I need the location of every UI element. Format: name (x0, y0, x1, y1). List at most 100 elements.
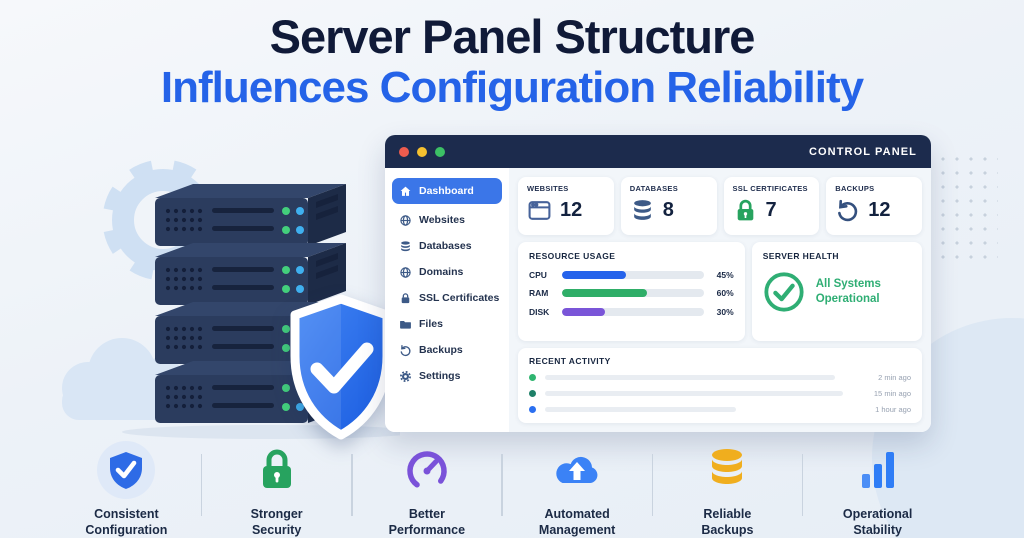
dashboard-content: WEBSITES 12 DATABASES 8 (509, 168, 931, 432)
activity-placeholder-line (545, 391, 843, 396)
sidebar-item-label: Files (419, 318, 443, 330)
sidebar-item-label: Websites (419, 214, 465, 226)
refresh-icon (838, 199, 858, 222)
close-window-button[interactable] (399, 146, 409, 157)
globe-icon (399, 266, 412, 279)
feature-divider (501, 454, 503, 516)
bar-chart-icon (861, 452, 894, 488)
cpu-bar-track (562, 270, 704, 279)
minimize-window-button[interactable] (417, 146, 427, 157)
activity-row: 15 min ago (529, 389, 911, 398)
sidebar-item-label: Dashboard (419, 185, 474, 197)
server-health-card: SERVER HEALTH All Systems Operational (751, 242, 922, 341)
gauge-icon (407, 451, 447, 491)
sidebar: Dashboard Websites Databases Domains (385, 168, 509, 432)
activity-status-dot (529, 406, 536, 413)
database-icon (633, 200, 651, 220)
database-icon (712, 449, 743, 484)
sidebar-item-settings[interactable]: Settings (392, 364, 502, 388)
stat-label: DATABASES (629, 184, 679, 193)
stat-value: 7 (765, 199, 777, 221)
resource-usage-title: RESOURCE USAGE (529, 251, 616, 261)
check-circle-icon (764, 272, 804, 312)
sidebar-item-domains[interactable]: Domains (392, 260, 502, 284)
padlock-icon (262, 449, 291, 488)
recent-activity-title: RECENT ACTIVITY (529, 356, 611, 366)
sidebar-item-label: Settings (419, 370, 461, 382)
lock-icon (737, 199, 753, 221)
ram-bar-fill (562, 289, 647, 297)
cpu-bar-fill (562, 270, 626, 279)
ram-bar-track (562, 289, 704, 297)
database-icon (399, 240, 412, 253)
stat-value: 8 (662, 199, 674, 221)
stat-label: WEBSITES (527, 184, 569, 193)
activity-timestamp: 15 min ago (873, 389, 911, 398)
server-unit (155, 243, 346, 305)
resource-usage-card: RESOURCE USAGE CPU 45% RAM (518, 242, 745, 341)
window-titlebar: CONTROL PANEL (385, 135, 931, 168)
refresh-icon (399, 344, 412, 357)
feature-divider (651, 454, 653, 516)
disk-bar-track (562, 307, 704, 316)
browser-icon (528, 201, 551, 220)
stat-value: 12 (560, 199, 583, 221)
activity-placeholder-line (545, 407, 736, 412)
activity-row: 1 hour ago (529, 405, 911, 414)
feature-divider (200, 454, 203, 516)
resource-row-disk: DISK 30% (529, 306, 734, 317)
folder-icon (399, 318, 412, 331)
server-unit (155, 184, 346, 246)
sidebar-item-dashboard[interactable]: Dashboard (392, 178, 502, 204)
resource-row-cpu: CPU 45% (529, 269, 734, 280)
gear-icon (399, 370, 412, 383)
stat-card-ssl-certificates: SSL CERTIFICATES 7 (723, 177, 820, 235)
stat-value: 12 (868, 199, 891, 221)
globe-icon (399, 214, 412, 227)
sidebar-item-label: SSL Certificates (419, 292, 500, 304)
sidebar-item-label: Backups (419, 344, 463, 356)
stat-card-backups: BACKUPS 12 (826, 177, 922, 235)
window-title: CONTROL PANEL (808, 145, 917, 158)
sidebar-item-ssl-certificates[interactable]: SSL Certificates (392, 286, 502, 310)
activity-timestamp: 1 hour ago (875, 405, 911, 414)
sidebar-item-backups[interactable]: Backups (392, 338, 502, 362)
shield-check-illustration (290, 294, 392, 440)
resource-row-ram: RAM 60% (529, 288, 734, 298)
health-status-text: All Systems Operational (815, 278, 881, 305)
sidebar-item-websites[interactable]: Websites (392, 208, 502, 232)
activity-status-dot (529, 390, 536, 397)
maximize-window-button[interactable] (435, 146, 445, 157)
control-panel-window: CONTROL PANEL Dashboard Websites Dat (385, 135, 931, 432)
recent-activity-card: RECENT ACTIVITY 2 min ago 15 min ago (518, 348, 922, 423)
lock-icon (399, 292, 412, 305)
sidebar-item-label: Databases (419, 240, 472, 252)
cloud-upload-icon (556, 456, 598, 483)
disk-bar-fill (562, 307, 605, 316)
stat-label: SSL CERTIFICATES (732, 184, 808, 193)
server-health-title: SERVER HEALTH (762, 251, 839, 261)
stat-card-websites: WEBSITES 12 (518, 177, 614, 235)
sidebar-item-files[interactable]: Files (392, 312, 502, 336)
activity-placeholder-line (545, 375, 836, 380)
feature-divider (801, 454, 804, 516)
stat-label: BACKUPS (835, 184, 875, 193)
headline-line2: Influences Configuration Reliability (160, 63, 864, 112)
activity-timestamp: 2 min ago (878, 373, 911, 382)
home-icon (399, 185, 412, 198)
activity-status-dot (529, 374, 536, 381)
activity-row: 2 min ago (529, 373, 911, 382)
headline-line1: Server Panel Structure (269, 10, 756, 63)
dots-pattern-decoration (936, 152, 998, 264)
sidebar-item-databases[interactable]: Databases (392, 234, 502, 258)
sidebar-item-label: Domains (419, 266, 464, 278)
feature-divider (351, 454, 353, 516)
